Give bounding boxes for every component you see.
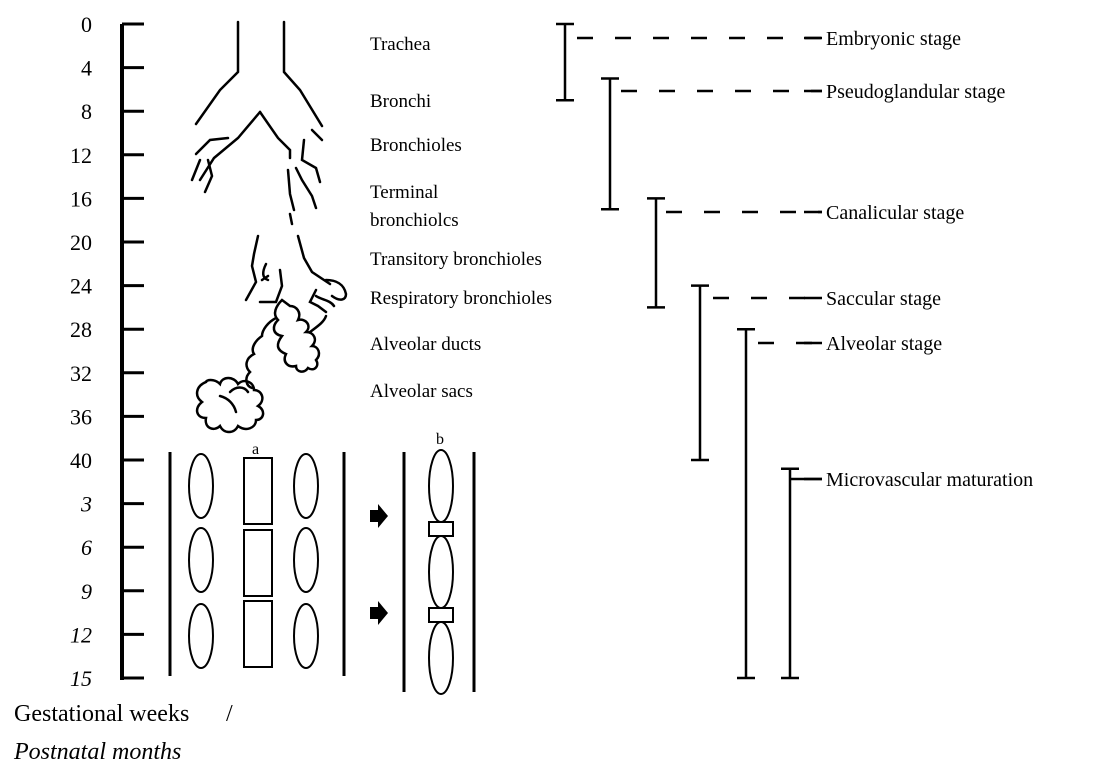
axis-title-weeks: Gestational weeks [14,701,189,727]
panel-b-label: b [436,431,444,448]
label-terminal-line2: bronchiolcs [370,210,459,231]
tick-label: 8 [81,99,92,124]
stage-label: Canalicular stage [826,202,964,224]
stage-label: Pseudoglandular stage [826,81,1006,103]
axis-title: Gestational weeks / Postnatal months [13,701,233,765]
label-trachea: Trachea [370,34,431,55]
airway-labels: Trachea Bronchi Bronchioles Terminal bro… [370,34,552,402]
tick-label: 20 [70,230,92,255]
label-transitory: Transitory bronchioles [370,249,542,270]
label-alveolar-ducts: Alveolar ducts [370,334,481,355]
label-respiratory: Respiratory bronchioles [370,288,552,309]
tick-label: 12 [70,622,92,647]
airway-tree-illustration [192,22,346,432]
panel-a-illustration [170,452,344,676]
stage-label: Embryonic stage [826,28,961,50]
tick-label: 16 [70,186,92,211]
tick-label: 28 [70,317,92,342]
tick-label: 4 [81,56,92,81]
tick-label: 24 [70,274,92,299]
panel-b-illustration [404,450,474,694]
tick-label: 40 [70,448,92,473]
axis-title-separator: / [226,701,233,727]
tick-label: 36 [70,404,92,429]
tick-marks [122,24,144,678]
tick-label: 32 [70,361,92,386]
arrow-right-icon [370,601,388,625]
tick-label: 15 [70,666,92,691]
label-terminal-line1: Terminal [370,182,438,203]
stage-label: Microvascular maturation [826,469,1033,491]
panel-a-label: a [252,441,259,458]
tick-label: 3 [80,492,92,517]
tick-label: 0 [81,12,92,37]
label-bronchi: Bronchi [370,91,431,112]
label-bronchioles: Bronchioles [370,135,462,156]
tick-label: 6 [81,535,92,560]
tick-label: 12 [70,143,92,168]
arrow-right-icon [370,504,388,528]
tick-label: 9 [81,579,92,604]
stage-label: Alveolar stage [826,333,942,355]
axis-title-months: Postnatal months [13,739,181,765]
label-alveolar-sacs: Alveolar sacs [370,381,473,402]
stage-label: Saccular stage [826,288,941,310]
arrow-icons [370,504,388,625]
